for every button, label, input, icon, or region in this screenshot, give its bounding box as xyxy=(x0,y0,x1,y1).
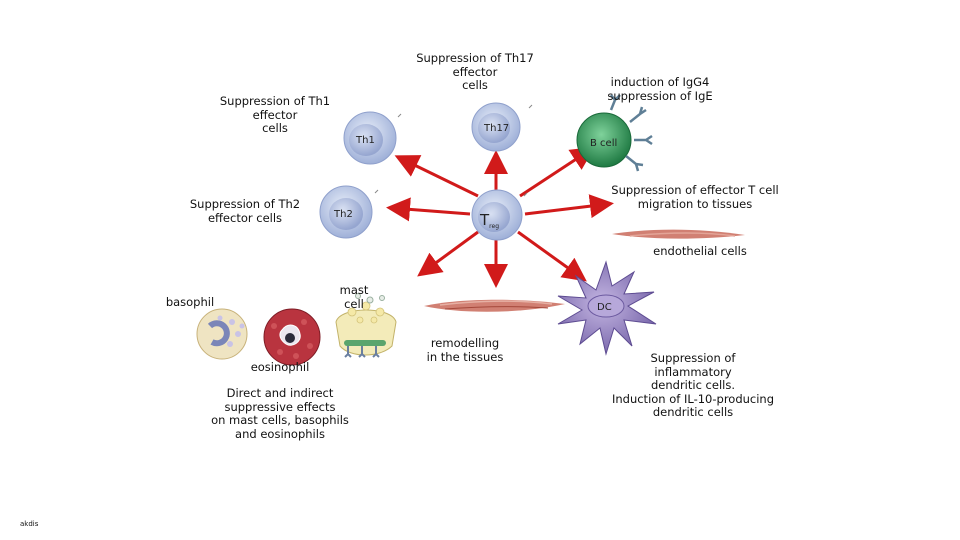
basophil-label: basophil xyxy=(165,295,215,309)
eosinophil-label: eosinophil xyxy=(250,360,310,374)
decor-ticks xyxy=(374,104,533,197)
arrow-to-mastcell xyxy=(417,230,479,277)
th2-label: Th2 xyxy=(333,209,353,220)
th2-cell: Th2 xyxy=(319,185,373,239)
arrow-to-endothelium xyxy=(524,194,614,219)
remodelling-label: remodelling in the tissues xyxy=(426,336,504,364)
endothelial-cells xyxy=(612,229,745,239)
migration-suppression-label: Suppression of effector T cell migration… xyxy=(611,183,779,211)
direct-effects-label: Direct and indirect suppressive effects … xyxy=(211,386,349,441)
arrow-to-dc xyxy=(517,230,587,282)
arrow-to-th2 xyxy=(386,197,471,222)
th1-cell: Th1 xyxy=(343,111,397,165)
th17-cell: Th17 xyxy=(471,102,521,152)
th17-suppression-label: Suppression of Th17 effector cells xyxy=(416,51,534,92)
antibodies xyxy=(609,94,653,172)
b-cell: B cell xyxy=(576,94,653,172)
mast-cell-label: mast cell xyxy=(339,283,369,311)
igg4-induction-label: induction of IgG4 suppression of IgE xyxy=(607,75,713,103)
dc-suppression-label: Suppression of inflammatory dendritic ce… xyxy=(611,351,775,419)
tissue-fibres xyxy=(424,299,565,312)
th1-suppression-label: Suppression of Th1 effector cells xyxy=(219,94,331,135)
dc-label: DC xyxy=(597,302,612,313)
treg-label: Treg xyxy=(479,211,499,230)
basophil-cell xyxy=(196,308,248,360)
treg-cell: Treg xyxy=(471,189,523,241)
bcell-label: B cell xyxy=(590,138,617,149)
mast-cell xyxy=(335,293,397,358)
endothelial-label: endothelial cells xyxy=(653,244,747,258)
arrow-to-bcell xyxy=(519,146,596,198)
th17-label: Th17 xyxy=(483,123,509,134)
suppression-arrows xyxy=(386,146,614,288)
dendritic-cell: DC xyxy=(557,260,657,356)
eosinophil-cell xyxy=(263,308,321,366)
arrow-to-th1 xyxy=(394,155,479,198)
footer-credit: akdis xyxy=(20,520,39,528)
th1-label: Th1 xyxy=(355,135,375,146)
th2-suppression-label: Suppression of Th2 effector cells xyxy=(189,197,301,225)
